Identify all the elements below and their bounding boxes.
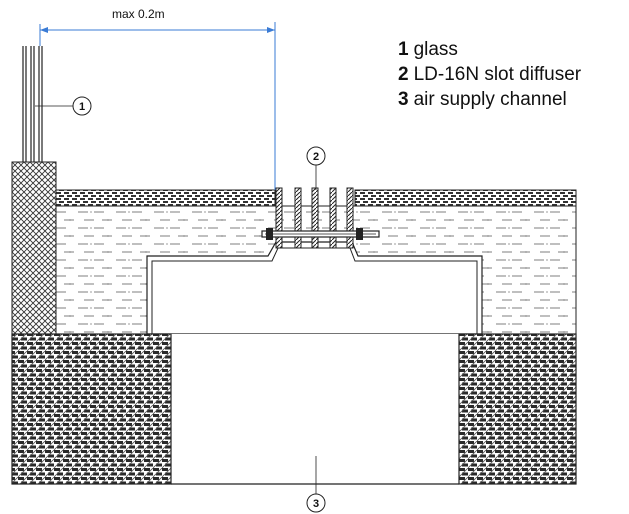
legend-text: glass <box>413 39 458 60</box>
dimension-label: max 0.2m <box>112 7 165 21</box>
legend-number: 2 <box>398 64 409 85</box>
callout-1-number: 1 <box>79 101 85 113</box>
slot-diffuser <box>261 187 380 249</box>
left-concrete-block <box>11 333 172 485</box>
legend-number: 1 <box>398 39 409 60</box>
callout-2-number: 2 <box>313 151 319 163</box>
dimension-max-width <box>39 22 276 190</box>
callout-3-marker: 3 <box>306 493 326 513</box>
callout-3-number: 3 <box>313 498 319 510</box>
left-wall-column <box>11 161 57 335</box>
legend-number: 3 <box>398 89 409 110</box>
glass-panes <box>22 46 43 162</box>
legend-text: air supply channel <box>413 89 567 110</box>
legend-text: LD-16N slot diffuser <box>413 64 582 85</box>
callout-2-marker: 2 <box>306 146 326 166</box>
right-concrete-block <box>458 333 577 485</box>
callout-1-marker: 1 <box>72 96 92 116</box>
